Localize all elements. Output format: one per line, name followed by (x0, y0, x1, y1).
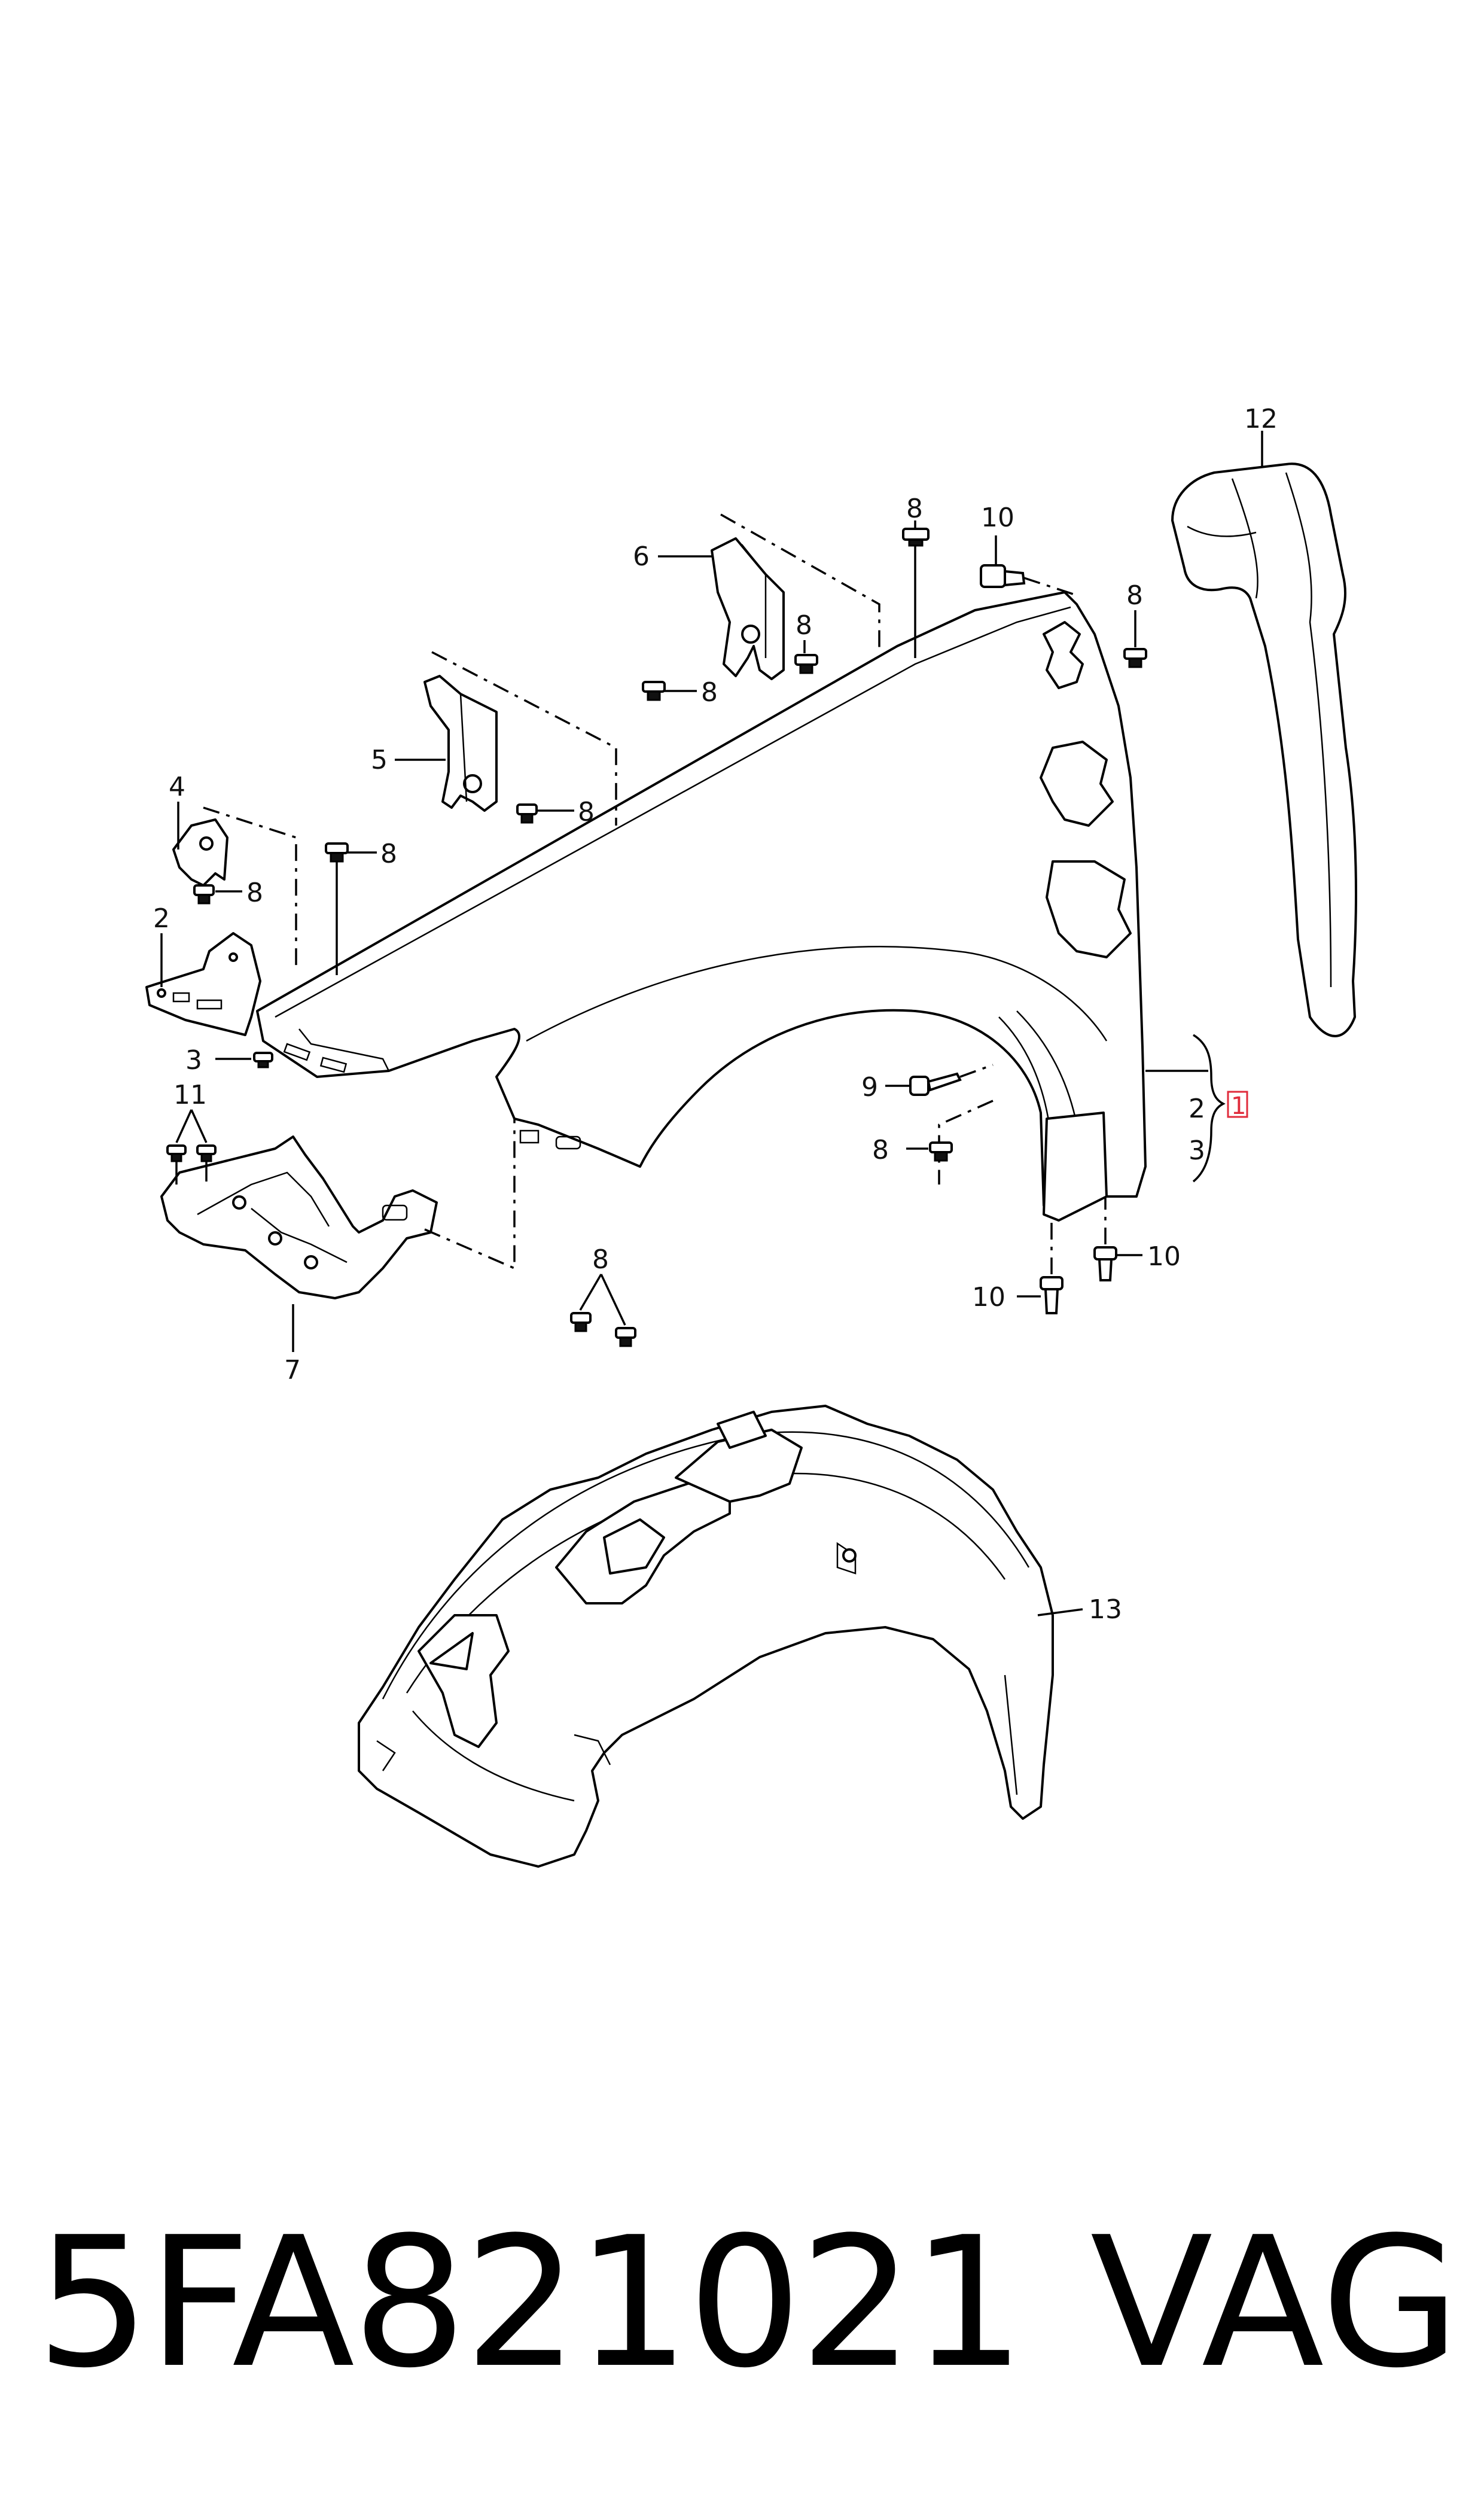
callout-8b: 8 (796, 610, 812, 641)
callout-8d: 8 (578, 797, 595, 827)
part-2-bracket (145, 932, 261, 1036)
part-1-fender (256, 591, 1147, 1222)
callout-8i: 8 (592, 1244, 609, 1275)
callout-8h: 8 (872, 1135, 889, 1165)
callout-8e: 8 (246, 878, 263, 908)
callout-8a: 8 (906, 494, 923, 524)
callout-4: 4 (169, 772, 185, 802)
callout-2a: 2 (153, 903, 170, 934)
part-7-bracket (160, 1135, 438, 1299)
highlight-box (1227, 1091, 1248, 1118)
callout-5: 5 (371, 745, 388, 775)
callout-1: 1 (1231, 1092, 1246, 1120)
part-12-seal (1171, 462, 1357, 1037)
callout-8c: 8 (701, 677, 718, 708)
leader-lines (203, 513, 994, 1270)
callout-9: 9 (861, 1072, 878, 1103)
callout-7: 7 (284, 1355, 301, 1386)
part-13-wheel-arch-liner (358, 1405, 1054, 1868)
part-5-bracket (423, 675, 498, 812)
callout-12: 12 (1244, 404, 1278, 434)
screw-9 (885, 1064, 994, 1096)
part-number: 5FA821021 (36, 2199, 1025, 2407)
callout-13: 13 (1089, 1594, 1122, 1625)
brand-label: VAG (1090, 2199, 1460, 2407)
callout-6: 6 (633, 541, 650, 572)
callout-10c: 10 (972, 1282, 1005, 1313)
callout-3b: 3 (1189, 1135, 1205, 1166)
part-6-bracket (711, 537, 785, 680)
fastener-3 (215, 1052, 273, 1068)
clips-11 (166, 1109, 217, 1185)
callout-3a: 3 (185, 1045, 202, 1076)
callout-group-1 (1145, 1034, 1248, 1183)
callout-8g: 8 (1126, 580, 1143, 611)
callout-2b: 2 (1189, 1094, 1205, 1124)
clips-10 (980, 535, 1142, 1314)
callout-10b: 10 (1147, 1241, 1181, 1272)
part-4-bracket (172, 818, 228, 887)
callout-11: 11 (173, 1080, 207, 1110)
callout-10a: 10 (981, 503, 1014, 533)
fasteners-8 (193, 520, 1147, 1347)
callout-8f: 8 (380, 839, 397, 869)
